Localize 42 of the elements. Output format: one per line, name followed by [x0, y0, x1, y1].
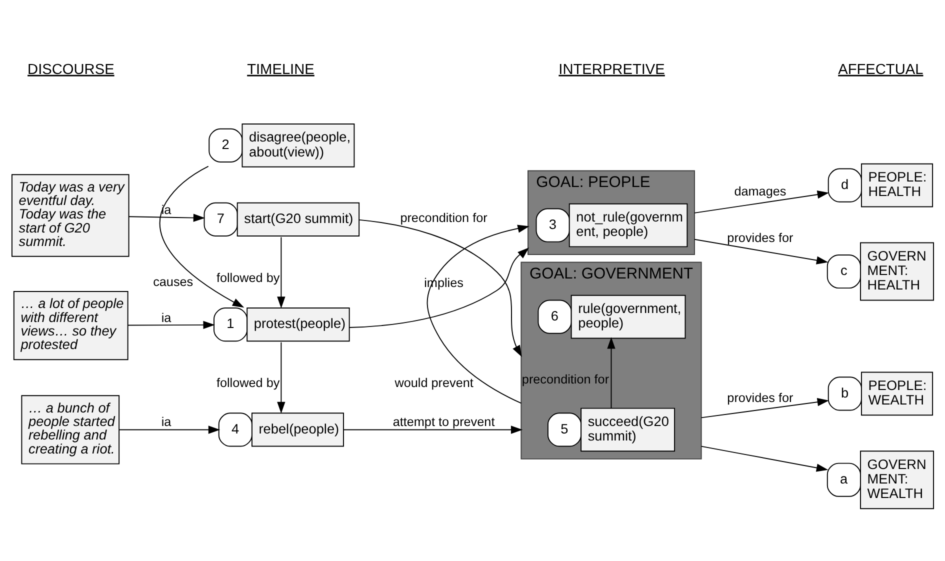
edge-label: followed by [216, 270, 280, 284]
arrow [343, 425, 523, 434]
label: DISCOURSE [28, 61, 114, 78]
arrow [277, 341, 286, 414]
edge-label: provides for [727, 230, 794, 245]
arrow [426, 224, 530, 404]
arrow [277, 236, 286, 308]
edge-label: provides for [727, 390, 794, 404]
arrow [159, 165, 244, 308]
label: AFFECTUAL [838, 61, 924, 78]
arrow [694, 238, 828, 264]
node-label: 5 [560, 420, 568, 436]
node-label: c [840, 262, 848, 278]
node-label: 1 [226, 316, 234, 331]
node-label: 6 [550, 308, 558, 323]
arrow [348, 247, 530, 328]
edge-label: followed by [216, 376, 280, 390]
arrow [128, 213, 206, 222]
edge-label: ia [161, 414, 172, 429]
label: INTERPRETIVE [558, 61, 665, 78]
node-label: b [841, 384, 849, 400]
edge-label: attempt to prevent [392, 414, 495, 429]
arrow [700, 397, 830, 418]
arrow [607, 336, 616, 408]
node-label: 2 [222, 136, 230, 152]
edge-label: ia [161, 310, 172, 325]
node-label: a [840, 470, 848, 486]
label: TIMELINE [247, 61, 314, 78]
node-label: 4 [232, 420, 240, 436]
arrow [127, 320, 215, 329]
edge-label: precondition for [522, 372, 610, 386]
node-label: d [841, 176, 849, 192]
edge-label: would prevent [394, 375, 474, 390]
arrow [118, 425, 220, 434]
arrow [358, 218, 522, 357]
edge-label: causes [153, 274, 194, 289]
arrow [694, 190, 830, 213]
arrow [700, 445, 828, 472]
node-label: 7 [216, 210, 224, 226]
edge-label: precondition for [400, 210, 488, 224]
node-label: 3 [548, 216, 557, 232]
edge-label: damages [734, 184, 786, 198]
